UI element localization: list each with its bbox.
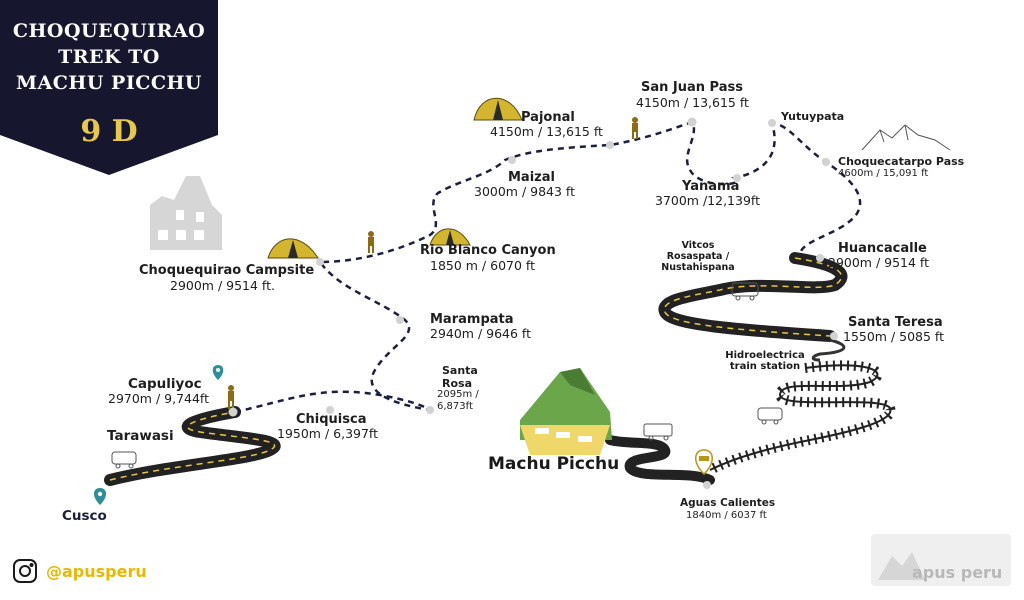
tent-icon [267,238,319,259]
alt-pajonal: 4150m / 13,615 ft [490,124,603,139]
road-huancacalle-santateresa [658,252,848,342]
location-pin-icon [212,365,224,380]
alt-choquequirao-campsite: 2900m / 9514 ft. [170,278,275,293]
waypoint-markers [228,117,838,489]
waypoint [228,407,238,417]
label-hidroelectrica: Hidroelectrica train station [725,350,805,372]
tent-icon [429,228,471,246]
van-icon [111,451,137,469]
instagram-handle: @apusperu [46,562,147,581]
alt-choquecatarpo-pass: 4600m / 15,091 ft [838,168,929,179]
railway [707,360,896,475]
label-santa-teresa: Santa Teresa [848,315,943,330]
hiker-icon [368,231,374,253]
label-choquecatarpo-pass: Choquecatarpo Pass [838,155,965,168]
label-huancacalle: Huancacalle [838,241,927,256]
label-marampata: Marampata [430,312,514,327]
label-cusco: Cusco [62,508,107,524]
waypoint [822,158,830,166]
alt-chiquisca: 1950m / 6,397ft [277,426,379,441]
hotel-pin-icon [695,449,713,476]
label-maizal: Maizal [508,170,555,185]
alt-santa-rosa: 2095m / 6,873ft [437,389,479,412]
label-rio-blanco-canyon: Rio Blanco Canyon [420,243,556,258]
alt-san-juan-pass: 4150m / 13,615 ft [636,95,749,110]
label-aguas-calientes: Aguas Calientes [680,497,776,509]
choquequirao-ruins-icon [150,176,222,250]
label-machu-picchu: Machu Picchu [488,454,620,474]
hiker-icon [228,385,234,409]
waypoint [687,117,697,127]
label-san-juan-pass: San Juan Pass [641,80,743,95]
label-chiquisca: Chiquisca [296,412,367,427]
road-santateresa-hidroelectrica [811,338,846,362]
instagram-icon [13,559,37,583]
waypoint [816,254,824,262]
label-yutuypata: Yutuypata [781,110,845,123]
label-tarawasi: Tarawasi [107,428,174,444]
label-vitcos: Vitcos Rosaspata / Nustahispana [661,240,735,273]
tent-icon [473,97,523,121]
waypoint [326,406,334,414]
waypoint [768,119,776,127]
location-pin-icon [93,488,107,505]
label-santa-rosa: Santa Rosa [442,364,478,390]
waypoint [316,258,324,266]
label-capuliyoc: Capuliyoc [128,376,202,392]
logo-text: apus peru [912,563,1003,582]
waypoint [396,316,404,324]
van-icon [731,282,759,301]
alt-huancacalle: 2900m / 9514 ft [828,255,930,270]
alt-capuliyoc: 2970m / 9,744ft [108,391,210,406]
apus-peru-logo [871,534,1011,586]
road-cusco-capuliyoc [104,406,281,486]
hiker-icon [632,117,638,139]
alt-aguas-calientes: 1840m / 6037 ft [686,510,767,521]
title-banner-shape [0,0,218,175]
bus-icon [643,423,673,441]
road-machupicchu-aguas [605,435,715,485]
waypoint [830,332,838,340]
waypoint [703,481,711,489]
waypoint [426,406,434,414]
alt-yanama: 3700m /12,139ft [655,193,760,208]
alt-maizal: 3000m / 9843 ft [474,184,576,199]
label-pajonal: Pajonal [521,110,575,125]
mountain-range-icon [861,124,951,151]
machu-picchu-icon [520,368,612,455]
alt-santa-teresa: 1550m / 5085 ft [843,329,945,344]
train-icon [757,407,783,425]
waypoint [508,156,516,164]
label-choquequirao-campsite: Choquequirao Campsite [139,263,315,278]
alt-marampata: 2940m / 9646 ft [430,326,532,341]
waypoint [733,174,741,182]
map-title: CHOQUEQUIRAO TREK TO MACHU PICCHU [12,20,206,94]
waypoint [606,141,614,149]
alt-rio-blanco-canyon: 1850 m / 6070 ft [430,258,535,273]
label-yanama: Yanama [682,179,740,194]
trek-duration: 9 D [80,114,138,149]
